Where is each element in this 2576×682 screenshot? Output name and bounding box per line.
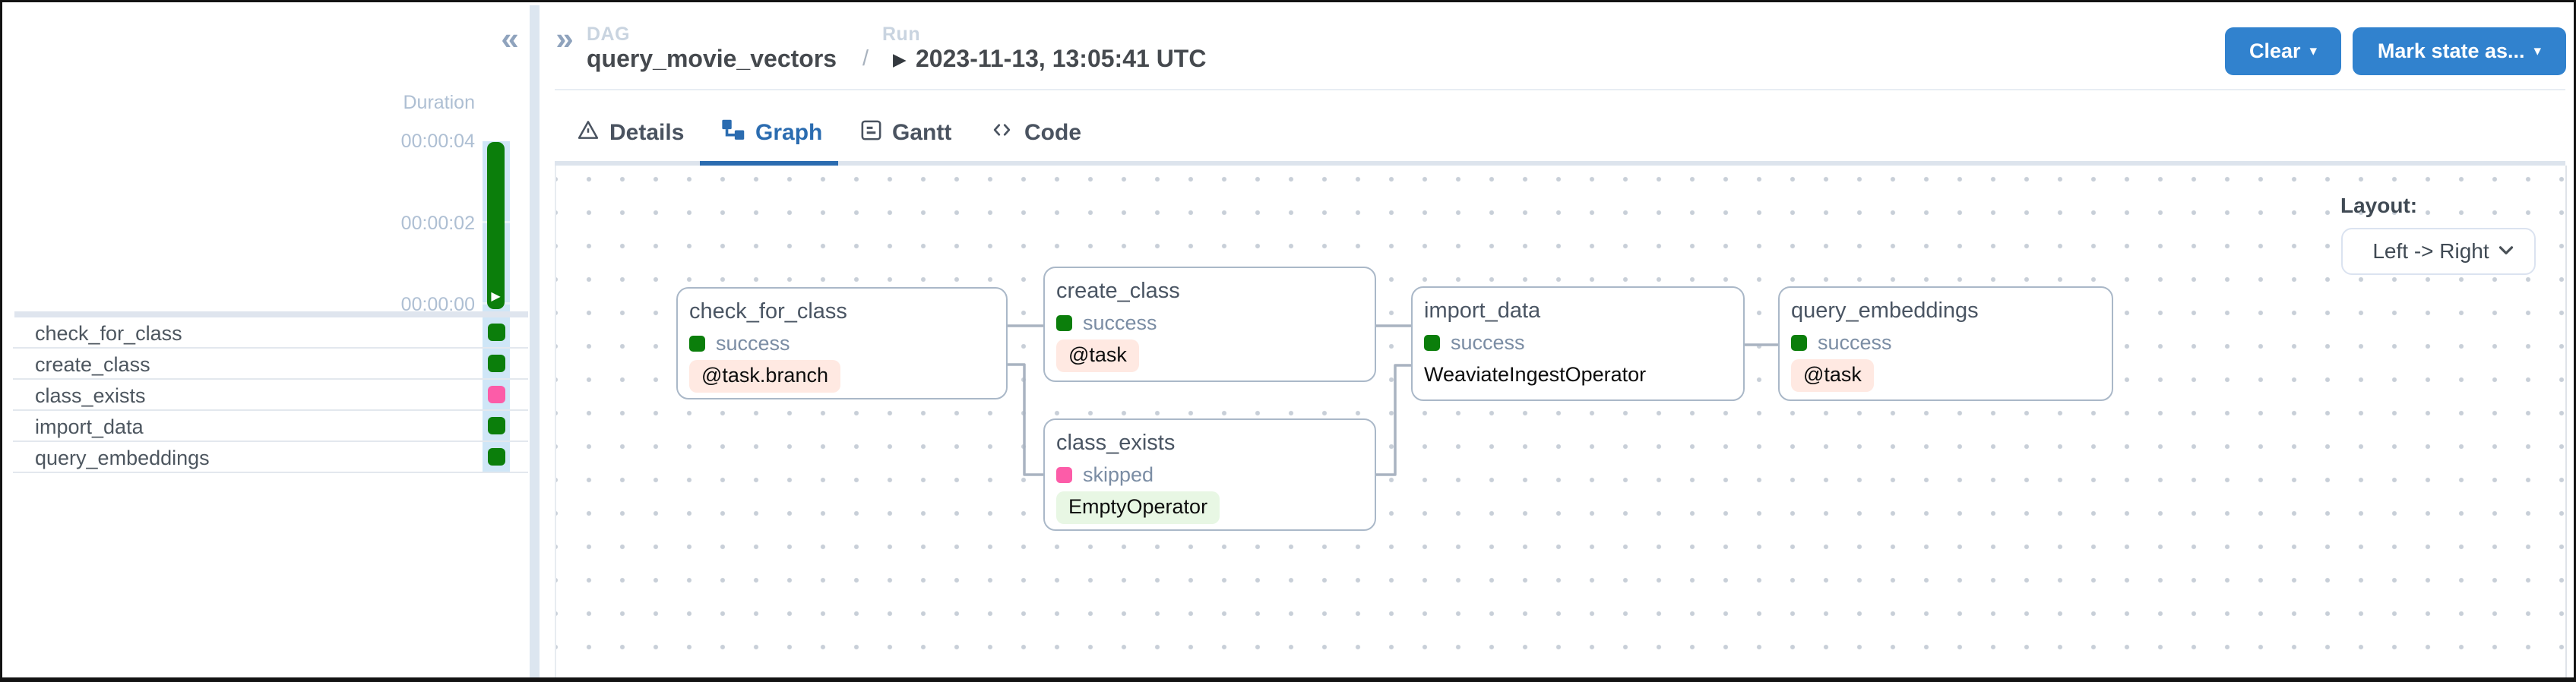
graph-canvas[interactable]	[555, 166, 2567, 677]
tab-strip-border	[555, 161, 2565, 166]
clear-button-label: Clear	[2248, 39, 2301, 62]
mark-state-button-label: Mark state as...	[2377, 39, 2525, 62]
task-row[interactable]: import_data	[13, 411, 528, 442]
graph-icon	[721, 118, 746, 149]
manual-run-marker-icon: ▶	[491, 290, 501, 303]
header-divider	[555, 89, 2565, 90]
task-state-square[interactable]	[488, 417, 505, 434]
task-row[interactable]: class_exists	[13, 380, 528, 411]
active-tab-underline	[700, 161, 838, 166]
details-icon	[576, 118, 600, 147]
grid-header-separator	[14, 311, 528, 317]
node-title: import_data	[1424, 298, 1541, 323]
duration-axis-label: Duration	[403, 92, 476, 113]
tab-graph[interactable]: Graph	[721, 113, 822, 153]
node-title: class_exists	[1056, 431, 1176, 455]
tab-label: Graph	[755, 120, 823, 145]
caret-down-icon: ▾	[2309, 43, 2318, 59]
node-operator-badge: EmptyOperator	[1056, 491, 1220, 525]
task-state-square[interactable]	[488, 448, 505, 466]
breadcrumb-run-label: Run	[882, 24, 921, 45]
task-name: query_embeddings	[35, 447, 210, 469]
task-state-square[interactable]	[488, 324, 505, 341]
node-state-label: skipped	[1083, 463, 1154, 486]
node-status: success	[1424, 330, 1743, 354]
task-row[interactable]: create_class	[13, 349, 528, 380]
duration-tick: 00:00:04	[400, 131, 475, 152]
breadcrumb-separator: /	[862, 46, 869, 71]
breadcrumb-dag-name[interactable]: query_movie_vectors	[587, 45, 837, 72]
task-name: class_exists	[35, 384, 146, 407]
task-row[interactable]: check_for_class	[13, 317, 528, 349]
tab-label: Gantt	[892, 120, 952, 145]
task-row[interactable]: query_embeddings	[13, 442, 528, 473]
task-name: import_data	[35, 415, 144, 438]
node-status: success	[1791, 330, 2112, 354]
node-state-square	[1056, 466, 1072, 483]
node-state-square	[1424, 334, 1440, 351]
layout-select[interactable]: Left -> Right	[2341, 228, 2536, 275]
node-title: check_for_class	[689, 299, 847, 324]
node-state-label: success	[1818, 330, 1892, 354]
node-status: success	[689, 331, 1006, 355]
node-title: query_embeddings	[1791, 298, 1979, 323]
breadcrumb-dag-label: DAG	[587, 24, 631, 45]
tab-details[interactable]: Details	[576, 113, 684, 153]
code-icon	[989, 118, 1015, 147]
manual-run-icon: ▶	[893, 49, 907, 69]
panel-expand-icon[interactable]: »	[555, 21, 574, 56]
task-name: check_for_class	[35, 322, 182, 345]
panel-divider[interactable]	[530, 5, 540, 677]
tab-gantt[interactable]: Gantt	[859, 113, 951, 153]
node-operator-badge: @task	[1056, 339, 1139, 373]
tab-label: Details	[609, 120, 685, 145]
node-status: success	[1056, 311, 1375, 334]
task-state-square[interactable]	[488, 355, 505, 372]
task-state-square[interactable]	[488, 386, 505, 403]
node-title: create_class	[1056, 279, 1180, 303]
task-name: create_class	[35, 353, 150, 376]
node-state-square	[1791, 334, 1807, 351]
node-state-square	[689, 335, 705, 352]
dag-run-duration-bar[interactable]	[487, 142, 505, 309]
clear-button[interactable]: Clear ▾	[2225, 27, 2341, 75]
node-state-label: success	[1451, 330, 1525, 354]
gantt-icon	[859, 118, 883, 148]
duration-tick: 00:00:02	[400, 213, 475, 234]
layout-select-value: Left -> Right	[2372, 239, 2489, 263]
node-state-square	[1056, 314, 1072, 331]
chevron-down-icon	[2495, 238, 2517, 265]
tab-label: Code	[1024, 120, 1081, 145]
node-state-label: success	[1083, 311, 1157, 334]
node-operator-badge: @task	[1791, 359, 1874, 393]
caret-down-icon: ▾	[2533, 43, 2542, 59]
tab-code[interactable]: Code	[989, 113, 1081, 153]
node-operator-badge: WeaviateIngestOperator	[1424, 363, 1647, 386]
node-operator-badge: @task.branch	[689, 360, 840, 393]
layout-label: Layout:	[2340, 194, 2418, 217]
node-state-label: success	[716, 331, 790, 355]
sidebar-collapse-icon[interactable]: «	[501, 21, 519, 56]
mark-state-as-button[interactable]: Mark state as... ▾	[2353, 27, 2566, 75]
breadcrumb-run-id[interactable]: 2023-11-13, 13:05:41 UTC	[916, 45, 1207, 72]
node-status: skipped	[1056, 463, 1375, 486]
